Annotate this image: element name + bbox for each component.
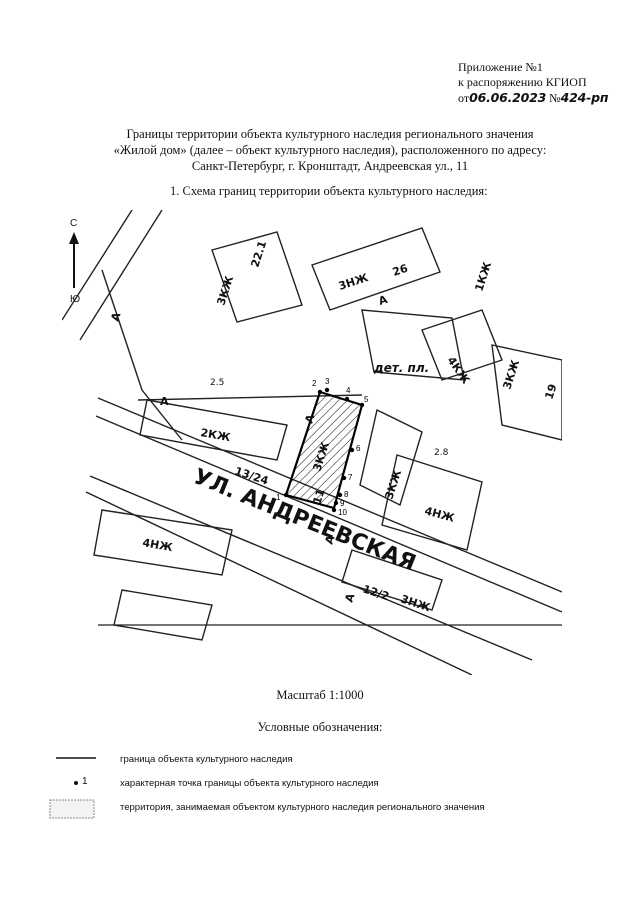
mark-a-2: А — [160, 395, 169, 408]
legend-symbol-boundary-line — [56, 757, 96, 759]
children-playground — [361, 309, 465, 381]
label-building-3kzh-east: 3КЖ — [382, 468, 404, 501]
building-south-west — [113, 589, 213, 641]
title-line-3: Санкт-Петербург, г. Кронштадт, Андреевск… — [191, 159, 469, 173]
legend-symbol-territory — [49, 799, 95, 819]
legend-label-point: характерная точка границы объекта культу… — [120, 778, 379, 789]
boundary-point-label-9: 9 — [340, 499, 345, 508]
map-scale: Масштаб 1:1000 — [276, 688, 364, 702]
legend-label-boundary: граница объекта культурного наследия — [120, 754, 293, 765]
boundary-point-label-4: 4 — [346, 386, 351, 395]
order-reference: к распоряжению КГИОП — [458, 75, 587, 89]
boundary-point-label-3: 3 — [325, 377, 330, 386]
date-prefix: от — [458, 91, 470, 105]
boundary-point-label-2: 2 — [312, 379, 317, 388]
document-title: Границы территории объекта культурного н… — [60, 126, 600, 174]
label-building-4nzh-east: 4НЖ — [423, 504, 456, 525]
mark-a-6: А — [342, 591, 357, 604]
boundary-point-6 — [349, 447, 355, 453]
number-sign: № — [549, 91, 561, 105]
lane-edge-2 — [79, 210, 163, 341]
spot-height-2: 2.8 — [434, 448, 449, 458]
legend-label-territory: территория, занимаемая объектом культурн… — [120, 802, 485, 813]
building-4kzh — [421, 309, 503, 381]
number-building-22-1: 22.1 — [248, 239, 269, 269]
lane-edge-3 — [101, 269, 183, 441]
label-building-22-1: 3КЖ — [214, 274, 236, 307]
boundary-point-label-10: 10 — [338, 508, 347, 517]
legend-symbol-point — [74, 781, 78, 785]
boundary-points — [283, 387, 365, 513]
building-22-1 — [211, 231, 303, 323]
boundary-point-8 — [337, 492, 343, 498]
legend-heading: Условные обозначения: — [257, 720, 383, 734]
number-building-19: 19 — [542, 382, 559, 401]
lane-edge-1 — [62, 210, 133, 321]
legend-item-territory: территория, занимаемая объектом культурн… — [48, 798, 608, 822]
legend-item-boundary: граница объекта культурного наследия — [48, 750, 608, 774]
boundary-point-label-5: 5 — [364, 395, 369, 404]
boundary-point-10 — [331, 507, 337, 513]
label-building-19: 3КЖ — [500, 358, 522, 391]
boundary-map: 1 2 3 4 5 6 7 8 9 10 УЛ. АНДРЕЕВСКАЯ 3КЖ… — [62, 210, 562, 675]
boundary-point-label-8: 8 — [344, 490, 349, 499]
boundary-point-5 — [359, 402, 365, 408]
number-building-26: 26 — [391, 262, 410, 279]
boundary-point-label-6: 6 — [356, 444, 361, 453]
boundary-point-3 — [324, 387, 330, 393]
building-19 — [491, 344, 562, 441]
building-4nzh-south — [93, 509, 233, 576]
appendix-header: Приложение №1 к распоряжению КГИОП от06.… — [458, 60, 608, 106]
boundary-point-9 — [333, 500, 339, 506]
building-3kzh-east — [359, 408, 423, 506]
number-building-12-2: 12/2 — [361, 582, 391, 603]
label-building-1kzh: 1КЖ — [472, 260, 494, 293]
legend-item-point: 1 характерная точка границы объекта куль… — [48, 774, 608, 798]
boundary-point-1 — [283, 492, 289, 498]
order-date-line: от06.06.2023 №424-рп — [458, 90, 608, 106]
south-label: Ю — [70, 294, 80, 305]
building-4nzh-east — [381, 454, 483, 551]
north-arrow: С Ю — [69, 218, 80, 305]
building-12-2 — [341, 549, 443, 611]
boundary-point-7 — [341, 475, 347, 481]
appendix-title: Приложение №1 — [458, 60, 543, 74]
street-edge-north-inner — [95, 415, 562, 613]
mark-a-5: А — [377, 293, 390, 308]
heritage-object-number: 11 — [310, 487, 327, 506]
label-building-13-24: 2КЖ — [199, 426, 231, 444]
boundary-point-label-7: 7 — [348, 473, 353, 482]
order-date: 06.06.2023 — [469, 90, 547, 105]
order-number: 424-рп — [560, 90, 609, 105]
section-heading: 1. Схема границ территории объекта культ… — [170, 184, 488, 198]
street-edge-south-outer — [85, 491, 473, 675]
building-26 — [311, 227, 441, 311]
boundary-point-4 — [344, 396, 350, 402]
street-edge-south — [89, 475, 533, 661]
label-building-26: 3НЖ — [337, 271, 370, 293]
boundary-point-2 — [317, 389, 323, 395]
title-line-2: «Жилой дом» (далее – объект культурного … — [113, 143, 547, 157]
building-13-24 — [139, 399, 288, 461]
legend-point-sample-number: 1 — [82, 776, 88, 787]
boundary-point-label-1: 1 — [276, 493, 281, 502]
north-label: С — [70, 218, 77, 229]
label-playground: дет. пл. — [373, 361, 429, 375]
spot-height-1: 2.5 — [210, 378, 224, 388]
label-building-4nzh-south: 4НЖ — [141, 536, 174, 554]
title-line-1: Границы территории объекта культурного н… — [126, 127, 534, 141]
